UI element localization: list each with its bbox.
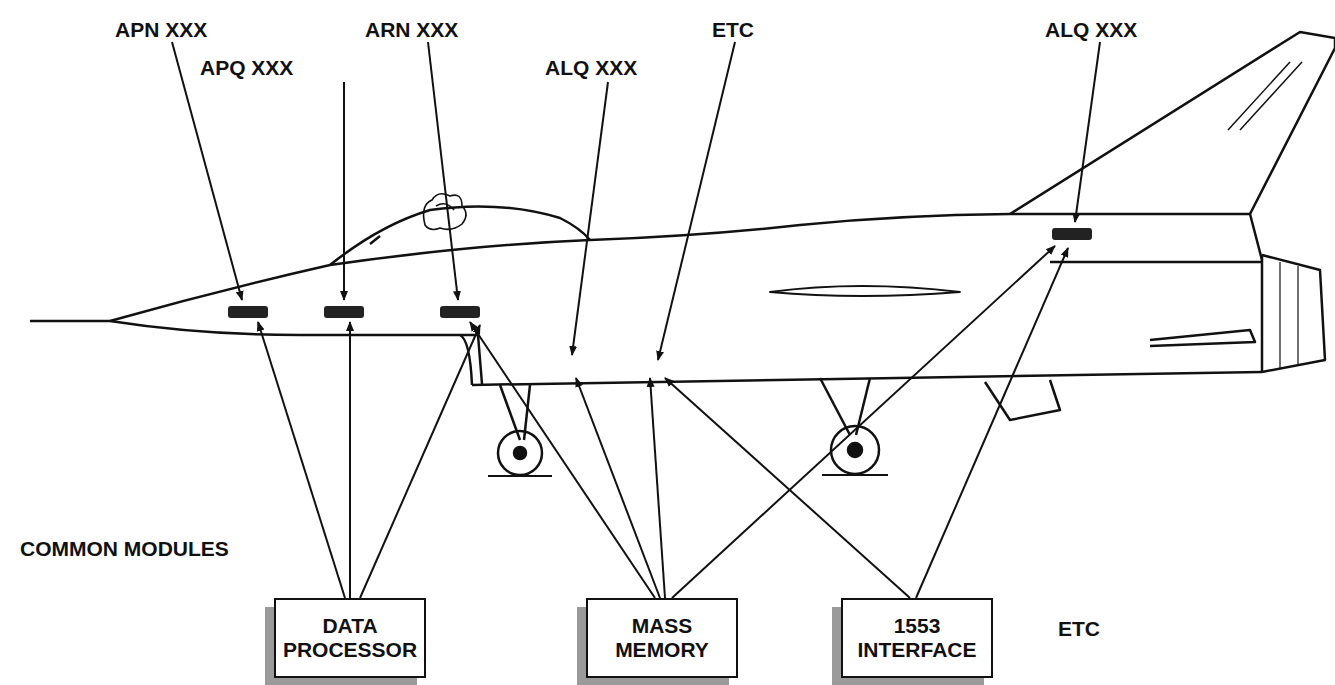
module-name: DATA PROCESSOR [276,614,424,662]
equipment-label: ARN XXX [365,18,458,41]
module-name: MASS MEMORY [588,614,736,662]
equipment-label: APQ XXX [200,56,293,79]
module-box: 1553 INTERFACE [841,598,993,678]
module-box: DATA PROCESSOR [274,598,426,678]
module-name: 1553 INTERFACE [843,614,991,662]
equipment-label: ALQ XXX [545,56,637,79]
group-label: COMMON MODULES [20,537,229,560]
note-label: ETC [1058,617,1100,640]
equipment-label: APN XXX [115,18,207,41]
equipment-label: ETC [712,18,754,41]
equipment-label: ALQ XXX [1045,18,1137,41]
module-box: MASS MEMORY [586,598,738,678]
